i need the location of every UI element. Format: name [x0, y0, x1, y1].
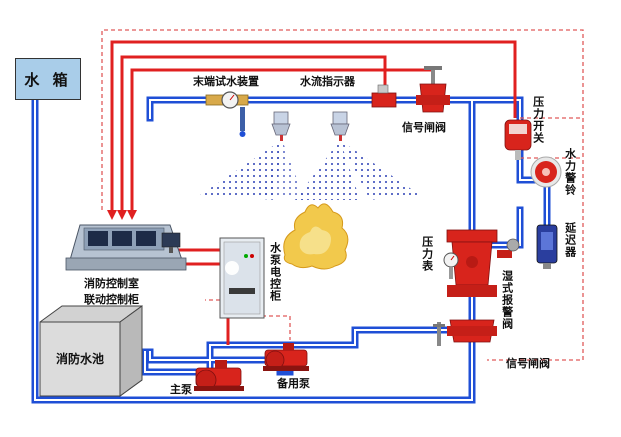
pressure-gauge-icon: [443, 252, 459, 279]
alarm-bell-icon: [530, 156, 562, 188]
wet-alarm-valve-label: 湿式报警阀: [500, 270, 514, 330]
control-room-label-2: 联动控制柜: [84, 293, 139, 306]
control-console: [65, 224, 187, 271]
sprinkler-head-icon: [271, 111, 291, 141]
flow-indicator-icon: [371, 84, 397, 108]
water-pump-icon: [263, 343, 309, 371]
delay-device-icon: [536, 224, 558, 269]
signal-valve-bottom-label: 信号闸阀: [506, 357, 550, 370]
fire-pool: [39, 305, 143, 397]
pressure-switch-icon: [504, 119, 532, 160]
delay-device-label: 延迟器: [563, 222, 577, 258]
water-pump-icon: [194, 360, 244, 391]
standby-pump-label: 备用泵: [277, 377, 310, 390]
main-pump-label: 主泵: [170, 383, 192, 396]
fire-pool-label: 消防水池: [56, 352, 105, 366]
fire-icon: [283, 203, 349, 270]
water-tank-label: 水 箱: [24, 70, 72, 89]
wet-alarm-valve-icon: [446, 229, 520, 297]
end-test-device: [205, 91, 249, 137]
water-tank: 水 箱: [15, 58, 81, 100]
control-room-label-1: 消防控制室: [84, 277, 139, 290]
test-device-label: 末端试水装置: [193, 75, 259, 88]
flow-indicator-label: 水流指示器: [300, 75, 355, 88]
gate-valve-icon: [433, 319, 497, 346]
pump-control-cabinet-label: 水泵电控柜: [268, 242, 282, 302]
sprinkler-head-icon: [330, 111, 350, 141]
pump-control-cabinet: [219, 237, 265, 319]
signal-valve-top-label: 信号闸阀: [402, 121, 446, 134]
spray-pattern: [200, 140, 420, 200]
pressure-gauge-label: 压力表: [420, 236, 434, 272]
pressure-switch-label: 压力开关: [531, 96, 545, 144]
gate-valve-icon: [416, 66, 450, 113]
water-alarm-bell-label: 水力警铃: [563, 148, 577, 196]
